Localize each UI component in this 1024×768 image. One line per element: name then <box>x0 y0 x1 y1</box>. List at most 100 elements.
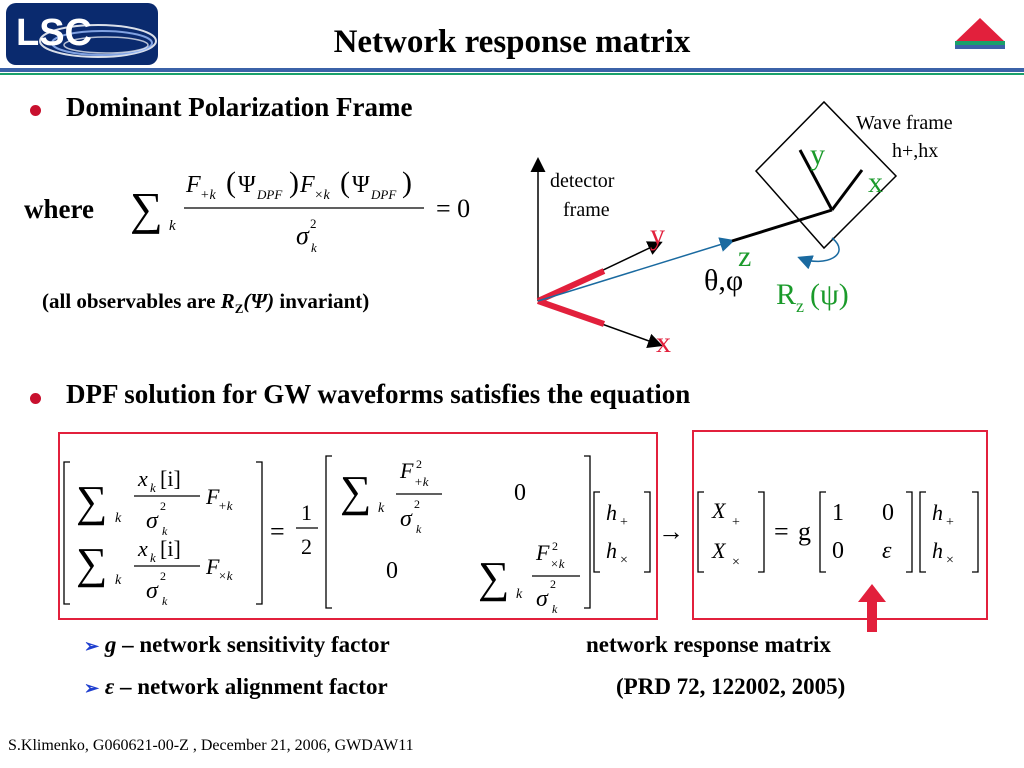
wave-x-axis <box>830 169 864 211</box>
svg-text:k: k <box>150 480 156 495</box>
svg-text:1: 1 <box>301 500 312 525</box>
svg-text:F: F <box>205 484 220 509</box>
detector-arm-2 <box>537 298 605 327</box>
f-plus: F <box>185 172 201 198</box>
sub-bullet-g: ➢ g – network sensitivity factor <box>84 632 390 658</box>
svg-text:σ: σ <box>536 586 549 612</box>
bullet-dot-1 <box>30 105 41 116</box>
dpf-sub-2: DPF <box>370 187 397 202</box>
wave-z-axis <box>731 208 833 243</box>
arrow-bullet-icon: ➢ <box>84 636 100 656</box>
dpf-condition-equation: where ∑ k F +k ( Ψ DPF ) F ×k ( Ψ DPF ) … <box>24 166 470 255</box>
bullet-dpf-solution: DPF solution for GW waveforms satisfies … <box>66 379 691 409</box>
rotation-r: R <box>776 278 796 311</box>
svg-text:h: h <box>932 538 943 563</box>
psi-2: Ψ <box>352 172 370 198</box>
svg-text:[i]: [i] <box>160 536 181 561</box>
svg-text:2: 2 <box>550 577 556 591</box>
svg-text:k: k <box>378 501 385 516</box>
detector-y-label: y <box>650 218 665 251</box>
wave-y-axis <box>798 149 834 211</box>
lsc-logo: LSC <box>6 3 158 65</box>
wave-y-label: y <box>810 138 825 171</box>
wave-x-label: x <box>868 166 883 199</box>
svg-text:k: k <box>115 573 122 588</box>
svg-text:×: × <box>732 555 740 570</box>
svg-text:×: × <box>946 553 954 568</box>
svg-text:2: 2 <box>416 457 422 471</box>
svg-text:): ) <box>289 166 299 199</box>
svg-text:(: ( <box>226 166 236 199</box>
svg-text:F: F <box>399 458 414 483</box>
h-cross: h <box>606 538 617 563</box>
rotation-arg: (ψ) <box>810 278 849 311</box>
svg-text:k: k <box>150 550 156 565</box>
f-plus-sub: +k <box>200 188 216 203</box>
detector-x-label: x <box>656 326 671 359</box>
svg-text:h: h <box>932 500 943 525</box>
red-up-arrow <box>858 584 886 632</box>
svg-text:k: k <box>162 594 168 608</box>
invariant-z: Z <box>234 301 244 317</box>
g-factor: g <box>798 517 811 546</box>
svg-text:+k: +k <box>218 498 233 513</box>
angles-label: θ,φ <box>704 264 743 297</box>
detector-frame-label-1: detector <box>550 170 615 192</box>
svg-text:×: × <box>620 553 628 568</box>
x-k-row1: x <box>137 466 148 491</box>
svg-text:∑: ∑ <box>340 467 371 516</box>
bullet-dominant-polarization-frame: Dominant Polarization Frame <box>66 92 413 122</box>
logo-text: LSC <box>16 12 92 54</box>
svg-text:F: F <box>205 554 220 579</box>
svg-text:σ: σ <box>146 508 159 534</box>
implies-arrow: → <box>658 517 684 546</box>
x-k-row2: x <box>137 536 148 561</box>
rotation-arrow <box>797 237 840 270</box>
svg-text:0: 0 <box>832 538 844 564</box>
svg-text:2: 2 <box>301 534 312 559</box>
page-title: Network response matrix <box>333 24 691 60</box>
right-equation-box <box>692 430 988 620</box>
svg-text:σ: σ <box>400 506 413 532</box>
svg-text:k: k <box>162 524 168 538</box>
sub-bullet-epsilon: ➢ ε – network alignment factor <box>84 674 388 700</box>
detector-frame-label-2: frame <box>563 199 610 221</box>
symbol-epsilon: ε <box>104 674 115 699</box>
triangle-logo-icon <box>955 18 1005 49</box>
f-cross-sub: ×k <box>314 188 330 203</box>
matrix-zero-21: 0 <box>386 558 398 584</box>
sigma-index: k <box>311 240 317 255</box>
footer: S.Klimenko, G060621-00-Z , December 21, … <box>8 737 414 754</box>
svg-text:k: k <box>416 522 422 536</box>
left-equation-box <box>58 432 658 620</box>
svg-text:+: + <box>946 515 954 530</box>
matrix-one: 1 <box>832 500 844 526</box>
svg-text:2: 2 <box>160 569 166 583</box>
invariant-psi: (Ψ) <box>243 289 275 313</box>
svg-text:2: 2 <box>552 539 558 553</box>
f-cross: F <box>299 172 315 198</box>
h-plus: h <box>606 500 617 525</box>
svg-text:×k: ×k <box>218 568 233 583</box>
invariant-pre: (all observables are <box>42 289 221 313</box>
where-label: where <box>24 194 94 224</box>
matrix-zero-12: 0 <box>514 480 526 506</box>
svg-text:+: + <box>620 515 628 530</box>
frames-diagram: z y x detector frame Wave frame h+,hx y … <box>530 100 953 359</box>
svg-text:(: ( <box>340 166 350 199</box>
svg-text:k: k <box>115 511 122 526</box>
invariant-r: R <box>220 289 235 313</box>
sum-row2: ∑ <box>76 539 107 588</box>
sum-row1: ∑ <box>76 477 107 526</box>
svg-text:+: + <box>732 515 740 530</box>
svg-text:2: 2 <box>160 499 166 513</box>
svg-text:): ) <box>402 166 412 199</box>
svg-text:2: 2 <box>310 216 317 231</box>
header-rule-blue <box>0 68 1024 72</box>
sub-bullet-epsilon-text: – network alignment factor <box>114 674 388 699</box>
header-rule-green <box>0 73 1024 75</box>
svg-text:[i]: [i] <box>160 466 181 491</box>
equals-zero: = 0 <box>436 194 470 223</box>
dpf-sub-1: DPF <box>256 187 283 202</box>
psi-1: Ψ <box>238 172 256 198</box>
